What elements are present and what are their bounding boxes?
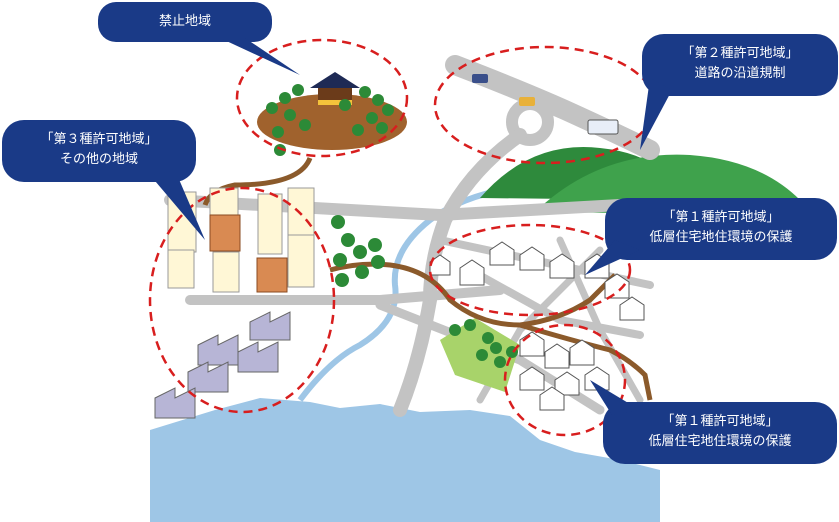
house-icons — [429, 241, 645, 411]
sea — [150, 398, 660, 522]
label-zone1-upper-line2: 低層住宅地住環境の保護 — [649, 230, 793, 245]
label-prohibited-line1: 禁止地域 — [158, 14, 211, 29]
car-icon — [519, 97, 535, 106]
trees-temple — [266, 84, 394, 156]
zone3-outline — [148, 186, 336, 414]
label-zone2: 「第２種許可地域」 道路の沿道規制 — [642, 44, 838, 84]
river — [297, 182, 541, 402]
label-zone1-lower-line1: 「第１種許可地域」 — [661, 414, 779, 429]
callout-zone2 — [640, 34, 838, 150]
label-zone1-upper: 「第１種許可地域」 低層住宅地住環境の保護 — [605, 208, 837, 248]
label-zone1-lower: 「第１種許可地域」 低層住宅地住環境の保護 — [603, 412, 837, 452]
callout-zone3 — [2, 120, 205, 240]
label-zone3-line2: その他の地域 — [59, 152, 138, 167]
label-zone3: 「第３種許可地域」 その他の地域 — [2, 130, 196, 170]
label-prohibited: 禁止地域 — [98, 12, 272, 32]
label-zone2-line2: 道路の沿道規制 — [694, 66, 786, 81]
label-zone1-lower-line2: 低層住宅地住環境の保護 — [648, 434, 792, 449]
factory-icons — [154, 311, 291, 419]
temple-icon — [310, 72, 360, 105]
callout-prohibited — [98, 2, 300, 75]
label-zone3-line1: 「第３種許可地域」 — [40, 132, 158, 147]
label-zone2-line1: 「第２種許可地域」 — [681, 46, 799, 61]
callout-zone1-lower — [590, 380, 837, 464]
car-icon — [472, 74, 488, 83]
bus-icon — [587, 119, 619, 135]
zone1-upper-outline — [428, 223, 632, 317]
callout-zone1-upper — [585, 198, 837, 275]
label-zone1-upper-line1: 「第１種許可地域」 — [662, 210, 780, 225]
zone1-lower-outline — [503, 323, 627, 437]
trees-middle — [331, 215, 385, 287]
zone-prohibited-outline — [235, 38, 409, 158]
temple-hill — [257, 94, 407, 150]
